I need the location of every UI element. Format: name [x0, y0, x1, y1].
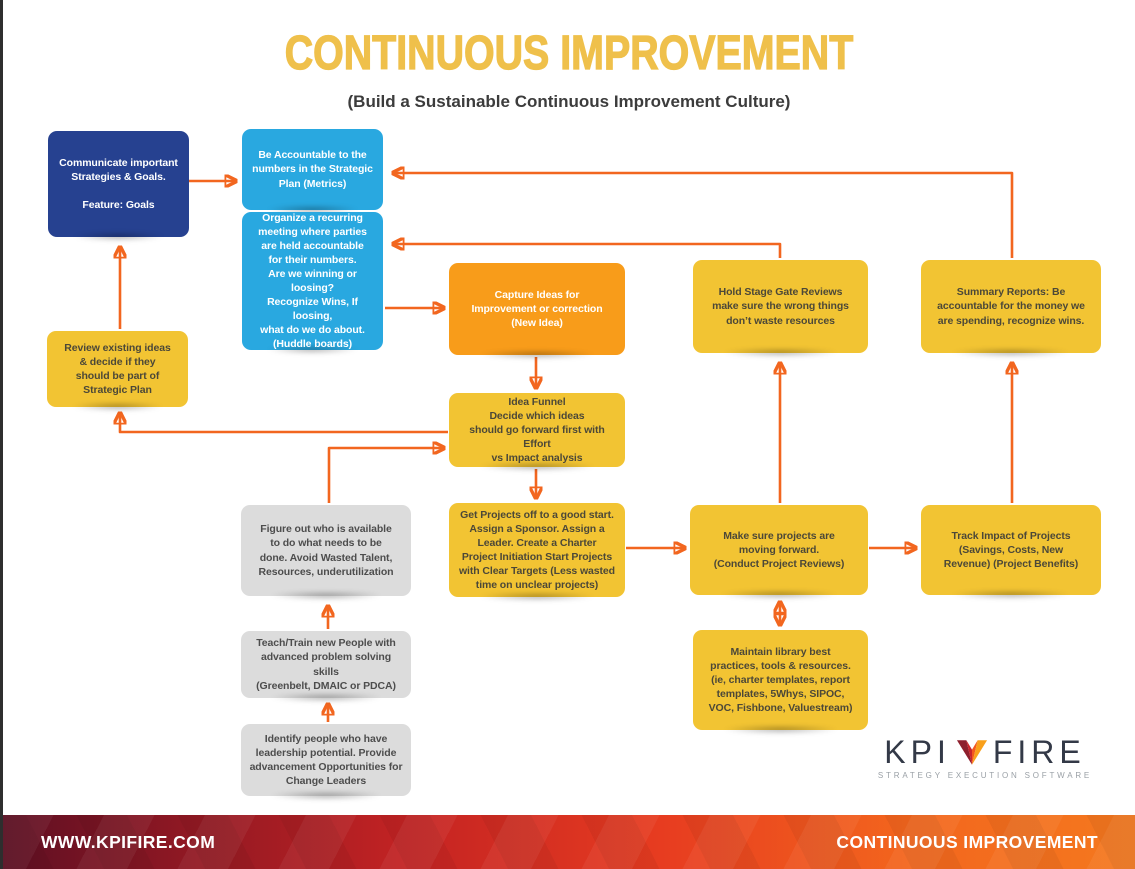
logo-tagline: STRATEGY EXECUTION SOFTWARE [877, 771, 1093, 780]
node-figure-out-availability: Figure out who is available to do what n… [241, 505, 411, 596]
connector-summary-to-accountable [394, 173, 1014, 258]
node-track-impact: Track Impact of Projects (Savings, Costs… [921, 505, 1101, 595]
footer-website-url: WWW.KPIFIRE.COM [41, 832, 216, 852]
node-teach-train: Teach/Train new People with advanced pro… [241, 631, 411, 698]
logo-text-kpi: KPI [884, 734, 951, 770]
kpifire-logo: KPI FIRE STRATEGY EXECUTION SOFTWARE [865, 736, 1105, 780]
node-maintain-library: Maintain library best practices, tools &… [693, 630, 868, 730]
page-subtitle: (Build a Sustainable Continuous Improvem… [347, 92, 791, 111]
node-review-ideas: Review existing ideas & decide if they s… [47, 331, 188, 407]
footer-document-name: CONTINUOUS IMPROVEMENT [836, 832, 1098, 852]
footer-band: WWW.KPIFIRE.COM CONTINUOUS IMPROVEMENT [3, 815, 1135, 869]
logo-text-fire: FIRE [992, 734, 1086, 770]
page-title: CONTINUOUS IMPROVEMENT [284, 26, 854, 80]
node-idea-funnel: Idea Funnel Decide which ideas should go… [449, 393, 625, 467]
node-project-reviews: Make sure projects are moving forward. (… [690, 505, 868, 595]
node-identify-leaders: Identify people who have leadership pote… [241, 724, 411, 796]
connector-ideafunnel-to-review [120, 414, 448, 434]
connector-holdstage-to-organize [394, 244, 782, 258]
node-summary-reports: Summary Reports: Be accountable for the … [921, 260, 1101, 353]
connector-figureout-to-ideafunnel [327, 448, 443, 503]
node-organize-meeting: Organize a recurring meeting where parti… [242, 212, 383, 350]
node-get-projects-started: Get Projects off to a good start. Assign… [449, 503, 625, 597]
node-stage-gate-reviews: Hold Stage Gate Reviews make sure the wr… [693, 260, 868, 353]
node-capture-ideas: Capture Ideas for Improvement or correct… [449, 263, 625, 355]
node-communicate-strategies: Communicate important Strategies & Goals… [48, 131, 189, 237]
node-be-accountable: Be Accountable to the numbers in the Str… [242, 129, 383, 210]
flame-icon [956, 739, 988, 766]
